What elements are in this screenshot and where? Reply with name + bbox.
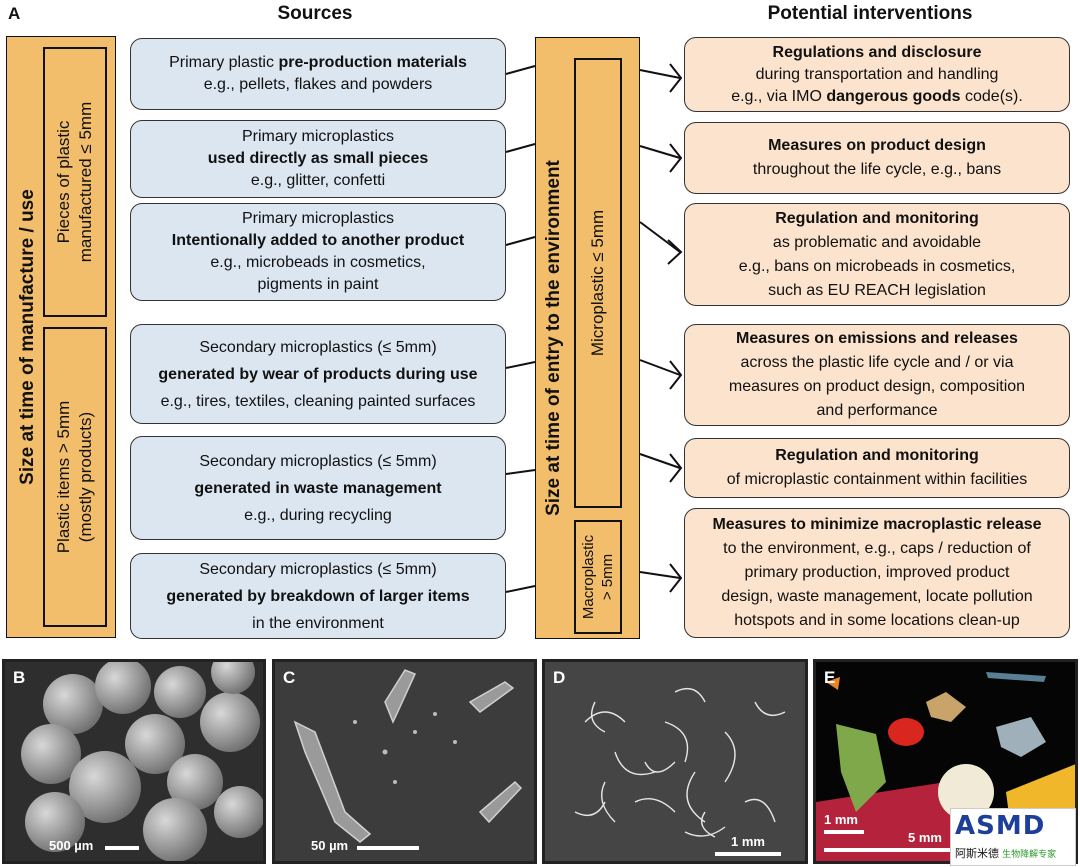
middle-top-box: Microplastic ≤ 5mm [574,58,622,508]
fragments-image [275,662,534,861]
photo-b-pellets: B 500 µm [2,659,266,864]
intervention-box-4: Measures on emissions and releases acros… [684,324,1070,426]
arrowhead-6 [669,563,683,593]
intervention-box-1: Regulations and disclosure during transp… [684,37,1070,112]
panel-label-c: C [283,668,296,687]
source-connector-6 [505,585,536,593]
left-top-box: Pieces of plastic manufactured ≤ 5mm [43,47,107,317]
scale-bar-d [715,852,781,856]
source-connector-4 [505,361,536,369]
heading-interventions: Potential interventions [767,3,973,24]
left-size-bar: Size at time of manufacture / use Pieces… [6,36,116,638]
left-bar-label: Size at time of manufacture / use [17,189,38,485]
arrow-3 [639,221,681,253]
arrow-2 [639,145,681,159]
scale-bar-b [105,846,139,850]
watermark-title: ASMD [955,811,1046,841]
left-bottom-box: Plastic items > 5mm (mostly products) [43,327,107,627]
scale-label-b: 500 µm [49,838,94,853]
source-box-1: Primary plastic pre-production materials… [130,38,506,110]
source-connector-3 [505,236,536,246]
connector-arrows [505,63,683,593]
asmd-watermark: ASMD 阿斯米德 生物降解专家 [950,808,1076,866]
scale-bar-c [357,846,419,850]
arrow-4 [639,359,681,376]
source-box-5: Secondary microplastics (≤ 5mm) generate… [130,436,506,540]
arrowhead-1 [669,63,683,93]
source-box-2: Primary microplastics used directly as s… [130,120,506,198]
source-connector-1 [505,65,536,75]
source-box-6: Secondary microplastics (≤ 5mm) generate… [130,553,506,639]
scale-bar-e-1mm [824,830,864,834]
scale-label-c: 50 µm [311,838,349,853]
panel-label-a: A [8,4,21,23]
source-box-3: Primary microplastics Intentionally adde… [130,203,506,301]
intervention-box-5: Regulation and monitoring of microplasti… [684,438,1070,498]
source-connector-5 [505,469,536,475]
scale-label-d: 1 mm [731,834,765,849]
panel-label-b: B [13,668,26,687]
arrow-6 [639,571,681,579]
middle-bottom-box-text: Macroplastic > 5mm [580,534,616,620]
arrowhead-2 [669,143,683,173]
photo-c-fragments: C 50 µm [272,659,537,864]
scale-label-e-1mm: 1 mm [824,812,858,827]
arrow-1 [639,69,681,79]
arrowhead-3 [667,239,683,265]
middle-bar-label: Size at time of entry to the environment [543,160,564,516]
scale-label-e-5mm: 5 mm [908,830,942,845]
watermark-subtitle: 阿斯米德 生物降解专家 [955,848,1057,860]
intervention-box-2: Measures on product design throughout th… [684,122,1070,194]
heading-sources: Sources [277,3,353,24]
left-bottom-box-text: Plastic items > 5mm (mostly products) [54,400,95,554]
fibers-image [545,662,805,861]
middle-bottom-box: Macroplastic > 5mm [574,520,622,634]
source-connector-2 [505,143,536,153]
middle-size-bar: Size at time of entry to the environment… [535,37,640,639]
panel-label-e: E [824,668,836,687]
left-top-box-text: Pieces of plastic manufactured ≤ 5mm [54,101,95,263]
arrowhead-5 [669,453,683,483]
intervention-box-6: Measures to minimize macroplastic releas… [684,508,1070,638]
panel-label-d: D [553,668,566,687]
scale-bar-e-5mm [824,848,950,852]
middle-top-box-text: Microplastic ≤ 5mm [588,209,607,357]
source-box-4: Secondary microplastics (≤ 5mm) generate… [130,324,506,424]
photo-d-fibers: D 1 mm [542,659,808,864]
arrowhead-4 [669,360,683,390]
pellets-image [5,662,263,861]
intervention-box-3: Regulation and monitoring as problematic… [684,203,1070,306]
arrow-5 [639,453,681,469]
